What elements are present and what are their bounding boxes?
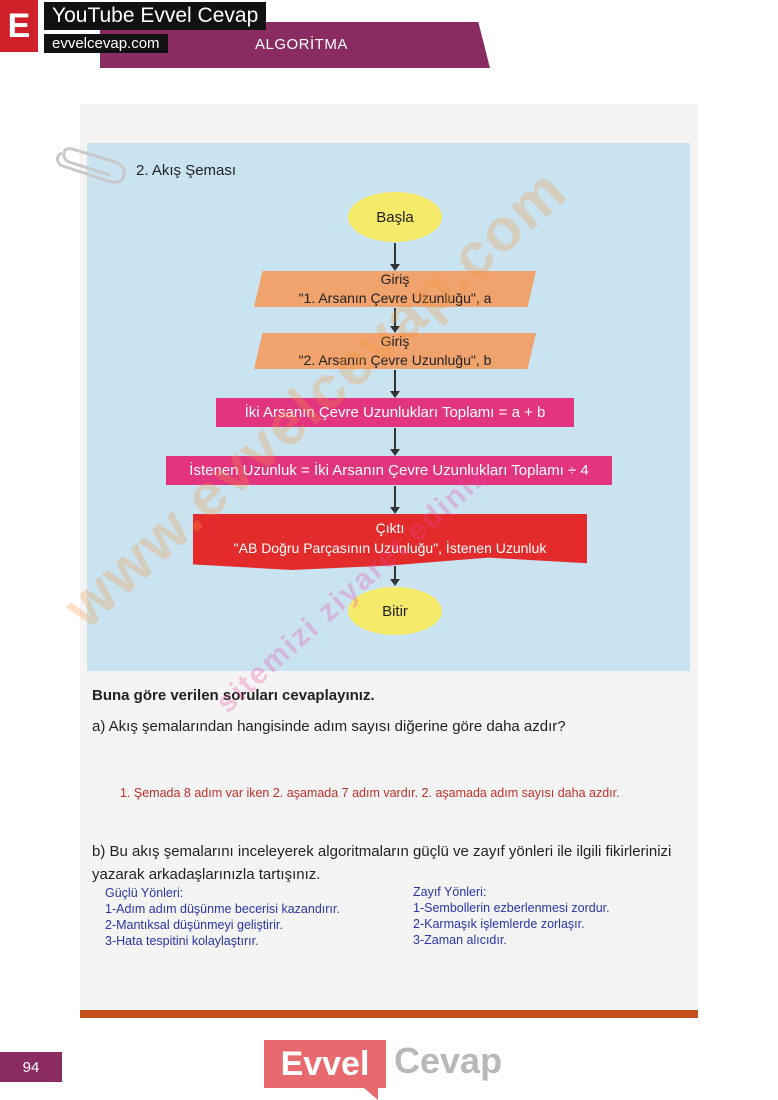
answer-a: 1. Şemada 8 adım var iken 2. aşamada 7 a… [120, 786, 620, 800]
input-2-text: "2. Arsanın Çevre Uzunluğu", b [298, 352, 492, 368]
arrow-connector [390, 308, 400, 333]
section-title: ALGORİTMA [255, 36, 348, 53]
weaknesses-title: Zayıf Yönleri: [413, 885, 487, 899]
strength-item: 1-Adım adım düşünme becerisi kazandırır. [105, 902, 340, 916]
start-terminal: Başla [348, 192, 442, 242]
arrow-connector [390, 243, 400, 271]
input-step-2: Giriş "2. Arsanın Çevre Uzunluğu", b [254, 333, 536, 369]
weaknesses-list: Zayıf Yönleri: 1-Sembollerin ezberlenmes… [413, 884, 610, 948]
weakness-item: 2-Karmaşık işlemlerde zorlaşır. [413, 917, 585, 931]
strength-item: 2-Mantıksal düşünmeyi geliştirir. [105, 918, 283, 932]
question-b: b) Bu akış şemalarını inceleyerek algori… [92, 843, 672, 883]
arrow-connector [390, 428, 400, 456]
question-a: a) Akış şemalarından hangisinde adım say… [92, 718, 566, 735]
brand-cevap-text: Cevap [394, 1040, 503, 1081]
youtube-channel-label: YouTube Evvel Cevap [44, 2, 267, 30]
strength-item: 3-Hata tespitini kolaylaştırır. [105, 934, 259, 948]
process-step-divide: İstenen Uzunluk = İki Arsanın Çevre Uzun… [166, 456, 612, 485]
weakness-item: 1-Sembollerin ezberlenmesi zordur. [413, 901, 610, 915]
end-terminal: Bitir [348, 587, 442, 635]
arrow-connector [390, 566, 400, 586]
output-keyword: Çıktı [375, 520, 405, 536]
arrow-connector [390, 370, 400, 398]
flowchart-title: 2. Akış Şeması [136, 162, 237, 179]
process-divide-text: İstenen Uzunluk = İki Arsanın Çevre Uzun… [189, 462, 589, 479]
start-label: Başla [376, 208, 414, 226]
page-number: 94 [0, 1052, 62, 1082]
output-text: "AB Doğru Parçasının Uzunluğu", İstenen … [233, 540, 547, 556]
arrow-connector [390, 486, 400, 514]
input-2-keyword: Giriş [380, 333, 410, 349]
page-bottom-bar [80, 1010, 698, 1018]
brand-logo-icon: E [0, 0, 38, 52]
process-sum-text: İki Arsanın Çevre Uzunlukları Toplamı = … [244, 404, 546, 421]
end-label: Bitir [382, 602, 408, 620]
brand-evvel-badge: Evvel [264, 1040, 386, 1100]
strengths-list: Güçlü Yönleri: 1-Adım adım düşünme becer… [105, 885, 340, 949]
site-url-label[interactable]: evvelcevap.com [44, 34, 168, 53]
process-step-sum: İki Arsanın Çevre Uzunlukları Toplamı = … [216, 398, 574, 427]
paperclip-icon [52, 143, 132, 192]
strengths-title: Güçlü Yönleri: [105, 886, 184, 900]
weakness-item: 3-Zaman alıcıdır. [413, 933, 507, 947]
input-1-keyword: Giriş [380, 271, 410, 287]
questions-heading: Buna göre verilen soruları cevaplayınız. [92, 687, 375, 704]
input-step-1: Giriş "1. Arsanın Çevre Uzunluğu", a [254, 271, 536, 307]
input-1-text: "1. Arsanın Çevre Uzunluğu", a [298, 290, 492, 306]
